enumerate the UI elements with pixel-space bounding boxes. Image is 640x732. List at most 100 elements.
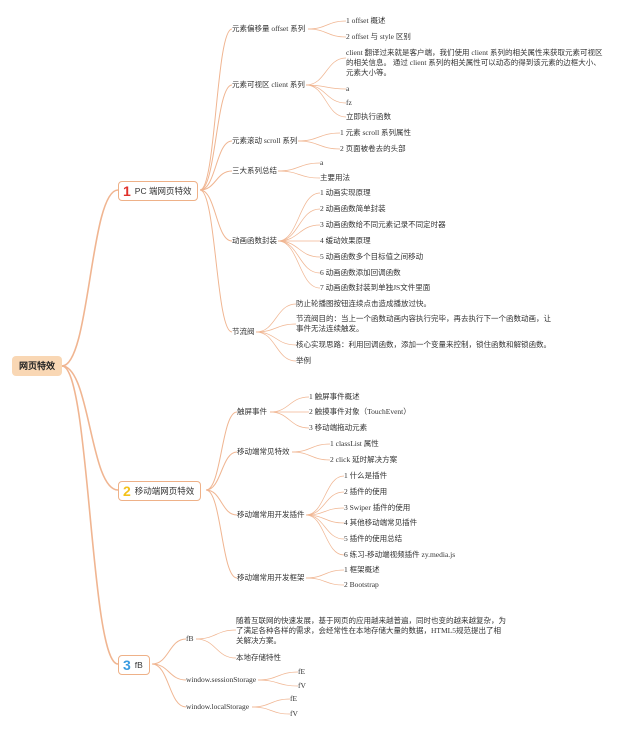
connector-line [277,240,321,289]
connector-line [269,411,310,429]
branch-common[interactable]: 移动端常见特效 [237,447,290,456]
leaf-client-a[interactable]: a [346,84,350,93]
connector-line [195,629,237,640]
connector-line [151,663,187,708]
leaf-common-2[interactable]: 2 click 延时解决方案 [330,455,398,464]
leaf-touch-1[interactable]: 1 触屏事件概述 [309,392,360,401]
topic-label: fB [134,660,143,670]
leaf-plugin-6[interactable]: 6 练习-移动端视频插件 zy.media.js [344,550,456,559]
leaf-anim-3[interactable]: 3 动画函数给不同元素记录不同定时器 [320,220,446,229]
leaf-local-fe[interactable]: fE [290,694,298,703]
leaf-offset-1[interactable]: 1 offset 概述 [346,16,386,25]
connector-line [297,132,341,142]
connector-line [205,489,238,579]
branch-scroll[interactable]: 元素滚动 scroll 系列 [232,136,298,145]
leaf-throttle-1[interactable]: 防止轮播图按钮连续点击造成播放过快。 [296,299,431,308]
leaf-client-fz[interactable]: fz [346,98,352,107]
branch-client[interactable]: 元素可视区 client 系列 [232,80,305,89]
connector-line [307,20,347,30]
leaf-session-fv[interactable]: fV [298,681,306,690]
leaf-framework-2[interactable]: 2 Bootstrap [344,580,379,589]
connector-line [151,638,187,665]
leaf-summary-a[interactable]: a [320,158,324,167]
leaf-fb-desc[interactable]: 随着互联网的快速发展，基于网页的应用越来越普遍，同时也变的越来越复杂，为了满足各… [236,616,506,645]
connector-line [277,162,321,172]
leaf-plugin-3[interactable]: 3 Swiper 插件的使用 [344,503,411,512]
connector-line [305,491,345,516]
connector-line [195,638,237,659]
leaf-anim-1[interactable]: 1 动画实现原理 [320,188,371,197]
connector-line [61,189,119,367]
connector-line [305,507,345,516]
topic-number: 3 [123,657,131,673]
leaf-touch-2[interactable]: 2 触摸事件对象（TouchEvent） [309,407,411,416]
branch-animation[interactable]: 动画函数封装 [232,236,277,245]
leaf-anim-6[interactable]: 6 动画函数添加回调函数 [320,268,401,277]
branch-plugins[interactable]: 移动端常用开发插件 [237,510,305,519]
connector-line [255,331,297,362]
leaf-client-iife[interactable]: 立即执行函数 [346,112,391,121]
leaf-plugin-5[interactable]: 5 插件的使用总结 [344,534,403,543]
connector-line [297,140,341,150]
leaf-throttle-2[interactable]: 节流阀目的：当上一个函数动画内容执行完毕，再去执行下一个函数动画，让事件无法连续… [296,314,551,333]
leaf-scroll-1[interactable]: 1 元素 scroll 系列属性 [340,128,412,137]
leaf-fb-feature[interactable]: 本地存储特性 [236,653,281,662]
connector-line [305,84,347,104]
branch-offset[interactable]: 元素偏移量 offset 系列 [232,24,306,33]
connector-line [199,28,233,191]
connector-line [305,577,345,586]
leaf-scroll-2[interactable]: 2 页面被卷去的头部 [340,144,406,153]
leaf-anim-2[interactable]: 2 动画函数简单封装 [320,204,386,213]
leaf-common-1[interactable]: 1 classList 属性 [330,439,379,448]
topic-label: PC 端网页特效 [134,186,192,196]
connector-line [269,396,310,413]
connector-line [291,451,331,461]
connector-line [305,57,347,86]
topic-label: 移动端网页特效 [134,486,195,496]
connector-line [151,663,187,681]
leaf-framework-1[interactable]: 1 框架概述 [344,565,380,574]
branch-summary[interactable]: 三大系列总结 [232,166,277,175]
branch-fb[interactable]: fB [186,634,194,643]
leaf-plugin-1[interactable]: 1 什么是插件 [344,471,388,480]
connector-line [305,569,345,579]
connector-line [307,28,347,38]
connector-line [277,170,321,179]
leaf-client-desc[interactable]: client 翻译过来就是客户端，我们使用 client 系列的相关属性来获取元… [346,48,603,77]
leaf-throttle-3[interactable]: 核心实现思路：利用回调函数，添加一个变量来控制，锁住函数和解锁函数。 [296,340,551,349]
connector-line [277,224,321,242]
branch-frameworks[interactable]: 移动端常用开发框架 [237,573,305,582]
leaf-anim-4[interactable]: 4 缓动效果原理 [320,236,371,245]
connector-line [255,323,297,333]
connector-line [277,192,321,242]
leaf-local-fv[interactable]: fV [290,709,298,718]
leaf-plugin-4[interactable]: 4 其他移动端常见插件 [344,518,418,527]
leaf-summary-usage[interactable]: 主要用法 [320,173,350,182]
branch-session[interactable]: window.sessionStorage [186,675,257,684]
leaf-touch-3[interactable]: 3 移动端拖动元素 [309,423,368,432]
leaf-offset-2[interactable]: 2 offset 与 style 区别 [346,32,411,41]
connector-line [199,140,233,191]
connector-line [205,489,238,516]
connector-line [257,679,299,687]
connector-line [199,189,233,242]
leaf-session-fe[interactable]: fE [298,667,306,676]
connector-line [277,208,321,242]
connector-line [291,443,331,453]
connector-line [255,303,297,333]
branch-throttle[interactable]: 节流阀 [232,327,255,336]
connector-line [205,411,238,491]
leaf-anim-7[interactable]: 7 动画函数封装到单独JS文件里面 [320,283,431,292]
leaf-anim-5[interactable]: 5 动画函数多个目标值之间移动 [320,252,424,261]
root-node[interactable]: 网页特效 [12,356,62,376]
connector-line [199,170,233,191]
branch-touch[interactable]: 触屏事件 [237,407,267,416]
leaf-plugin-2[interactable]: 2 插件的使用 [344,487,388,496]
leaf-throttle-4[interactable]: 举例 [296,356,311,365]
branch-local[interactable]: window.localStorage [186,702,250,711]
connector-line [305,514,345,556]
